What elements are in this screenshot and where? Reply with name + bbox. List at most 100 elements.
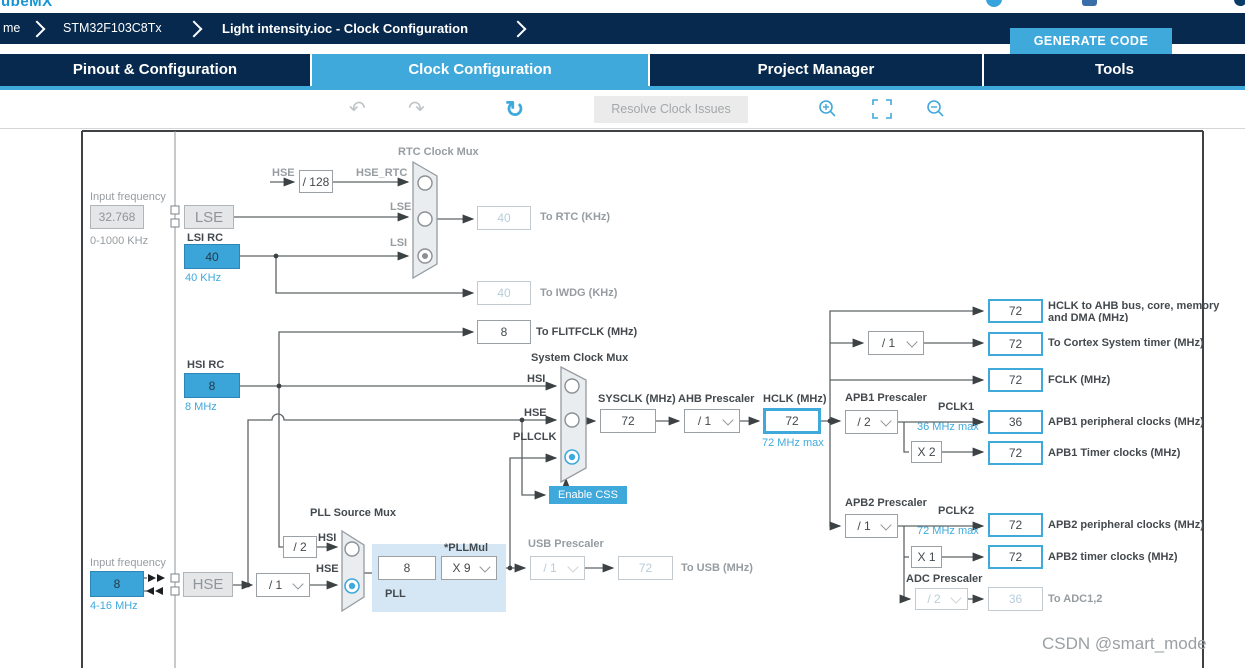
- adc-value-box: 36: [988, 587, 1043, 611]
- pin-squares: [170, 205, 180, 596]
- chevron-down-icon: [479, 560, 491, 573]
- lsi-freq-label: 40 KHz: [185, 272, 222, 284]
- rtc-mux-title: RTC Clock Mux: [398, 146, 479, 158]
- redo-icon[interactable]: ↷: [408, 98, 425, 120]
- clock-toolbar: ↶ ↷ ↻ Resolve Clock Issues: [0, 90, 1245, 129]
- hse-pin-arrows-icon: [146, 574, 165, 595]
- pll-name-label: PLL: [385, 588, 406, 600]
- flitfclk-value-box: 8: [477, 320, 531, 344]
- apb1-timer-mult-box: X 2: [911, 441, 942, 463]
- lse-input-frequency-field[interactable]: 32.768: [90, 205, 144, 229]
- pllmul-label: *PLLMul: [444, 542, 488, 554]
- usb-prescaler-label: USB Prescaler: [528, 538, 604, 550]
- usb-prescaler-select[interactable]: / 1: [530, 556, 585, 580]
- tab-project-manager[interactable]: Project Manager: [650, 54, 982, 86]
- sys-mux-hse-label: HSE: [524, 407, 547, 419]
- breadcrumb-home[interactable]: me: [3, 21, 21, 35]
- undo-icon[interactable]: ↶: [349, 98, 366, 120]
- junction-dots: [245, 253, 833, 588]
- sysclk-label: SYSCLK (MHz): [598, 393, 676, 405]
- sys-mux-title: System Clock Mux: [531, 352, 629, 364]
- breadcrumb: me STM32F103C8Tx Light intensity.ioc - C…: [0, 13, 1245, 54]
- to-rtc-value-box: 40: [477, 206, 531, 230]
- lsi-title: LSI RC: [187, 232, 224, 244]
- chevron-down-icon: [722, 413, 734, 426]
- lse-input-frequency-label: Input frequency: [90, 191, 166, 203]
- pll-input-box: 8: [378, 556, 436, 580]
- tab-underline: [0, 86, 1245, 90]
- hse-input-frequency-label: Input frequency: [90, 557, 166, 569]
- zoom-out-icon[interactable]: [926, 99, 946, 119]
- apb2-timer-label: APB2 timer clocks (MHz): [1048, 551, 1178, 563]
- to-usb-value-box: 72: [618, 556, 673, 580]
- apb2-prescaler-select[interactable]: / 1: [845, 514, 898, 538]
- partial-icon: [1234, 0, 1245, 6]
- partial-icon: [1082, 0, 1097, 6]
- pclk2-max-label: 72 MHz max: [917, 525, 979, 537]
- hse-range-label: 4-16 MHz: [90, 600, 138, 612]
- pllmul-select[interactable]: X 9: [441, 556, 497, 580]
- cortex-prescaler-select[interactable]: / 1: [868, 331, 924, 355]
- sys-mux-radio-hse[interactable]: [564, 412, 580, 428]
- zoom-in-icon[interactable]: [818, 99, 838, 119]
- hclk-max-label: 72 MHz max: [762, 437, 824, 449]
- pll-mux-hse-label: HSE: [316, 563, 339, 575]
- radio-dot: [348, 582, 356, 590]
- apb2-peripheral-label: APB2 peripheral clocks (MHz): [1048, 519, 1204, 531]
- sys-mux-pllclk-label: PLLCLK: [513, 431, 557, 443]
- lsi-value-box: 40: [184, 244, 240, 269]
- lse-range-label: 0-1000 KHz: [90, 235, 149, 247]
- hse-prediv-select[interactable]: / 1: [256, 573, 310, 597]
- radio-dot: [568, 453, 576, 461]
- pll-mux-title: PLL Source Mux: [310, 507, 396, 519]
- generate-code-button[interactable]: GENERATE CODE: [1010, 28, 1172, 54]
- cortex-timer-label: To Cortex System timer (MHz): [1048, 337, 1204, 349]
- apb2-timer-mult-box: X 1: [911, 546, 942, 568]
- hse-oscillator-box: HSE: [183, 572, 233, 597]
- breadcrumb-mcu[interactable]: STM32F103C8Tx: [63, 21, 162, 35]
- apb1-prescaler-label: APB1 Prescaler: [845, 392, 927, 404]
- hclk-label: HCLK (MHz): [763, 393, 827, 405]
- enable-css-button[interactable]: Enable CSS: [549, 486, 627, 504]
- rtc-lsi-label: LSI: [390, 237, 408, 249]
- pll-hsi-div2-box: / 2: [283, 536, 317, 558]
- fclk-label: FCLK (MHz): [1048, 374, 1111, 386]
- hse-input-frequency-field[interactable]: 8: [90, 571, 144, 597]
- apb1-peripheral-value-box: 36: [988, 410, 1043, 434]
- flitfclk-label: To FLITFCLK (MHz): [536, 326, 638, 338]
- breadcrumb-project[interactable]: Light intensity.ioc - Clock Configuratio…: [222, 21, 469, 36]
- lse-oscillator-box: LSE: [184, 205, 234, 229]
- rtc-mux-radio-lse[interactable]: [417, 211, 433, 227]
- adc-prescaler-select[interactable]: / 2: [915, 588, 968, 610]
- adc-prescaler-label: ADC Prescaler: [906, 573, 983, 585]
- apb1-peripheral-label: APB1 peripheral clocks (MHz): [1048, 416, 1204, 428]
- apb1-prescaler-select[interactable]: / 2: [845, 410, 898, 434]
- chevron-down-icon: [906, 335, 918, 348]
- rtc-lse-label: LSE: [390, 201, 412, 213]
- hclk-ahb-value-box: 72: [988, 299, 1043, 323]
- sysclk-value-box: 72: [600, 409, 656, 433]
- chevron-down-icon: [950, 591, 962, 604]
- hclk-value-field[interactable]: 72: [763, 408, 821, 434]
- rtc-hse-label: HSE: [272, 167, 295, 179]
- resolve-clock-issues-button[interactable]: Resolve Clock Issues: [594, 96, 748, 123]
- top-strip: ubeMX: [0, 0, 1245, 13]
- ahb-prescaler-select[interactable]: / 1: [684, 409, 740, 433]
- fit-screen-icon[interactable]: [872, 99, 892, 119]
- pclk1-label: PCLK1: [938, 401, 975, 413]
- pclk1-max-label: 36 MHz max: [917, 421, 979, 433]
- rtc-mux-radio-hse-rtc[interactable]: [417, 175, 433, 191]
- sys-mux-radio-hsi[interactable]: [564, 378, 580, 394]
- watermark: CSDN @smart_mode: [1042, 634, 1207, 653]
- tab-clock-configuration[interactable]: Clock Configuration: [312, 54, 648, 86]
- tab-pinout-configuration[interactable]: Pinout & Configuration: [0, 54, 310, 86]
- cortex-timer-value-box: 72: [988, 332, 1043, 356]
- partial-icon: [986, 0, 1002, 7]
- pll-mux-radio-hsi[interactable]: [344, 541, 360, 557]
- apb2-peripheral-value-box: 72: [988, 513, 1043, 537]
- hsi-title: HSI RC: [187, 359, 225, 371]
- apb2-timer-value-box: 72: [988, 545, 1043, 569]
- refresh-icon[interactable]: ↻: [505, 96, 525, 122]
- tab-tools[interactable]: Tools: [984, 54, 1245, 86]
